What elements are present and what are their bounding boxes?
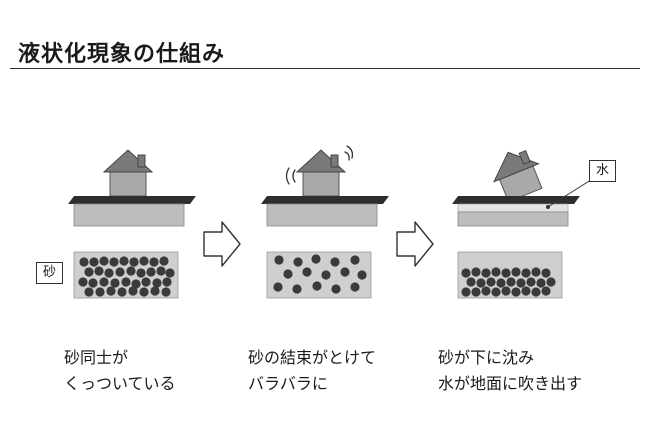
ground-surface-3 xyxy=(452,196,580,204)
stage-3 xyxy=(452,149,595,299)
arrow-right-icon xyxy=(396,221,434,267)
caption-stage-2: 砂の結束がとけて バラバラに xyxy=(248,345,376,397)
caption-line: 砂が下に沈み xyxy=(438,348,535,367)
house-1 xyxy=(102,149,154,197)
caption-stage-3: 砂が下に沈み 水が地面に吹き出す xyxy=(438,345,582,397)
shaking-lines-icon xyxy=(285,145,354,185)
stage-1 xyxy=(68,149,196,299)
title-underline xyxy=(10,68,640,69)
stage-2 xyxy=(261,145,389,299)
caption-line: 砂同士が xyxy=(64,348,129,367)
house-tilted xyxy=(492,149,543,203)
sand-label: 砂 xyxy=(36,262,64,284)
page-title: 液状化現象の仕組み xyxy=(18,42,226,67)
ground-layer-1 xyxy=(73,203,185,227)
sand-grains-settled xyxy=(461,267,556,297)
house-2 xyxy=(295,149,347,197)
caption-line: くっついている xyxy=(64,374,176,393)
ground-surface-2 xyxy=(261,196,389,204)
ground-layer-2 xyxy=(266,203,378,227)
sand-grains-packed xyxy=(78,256,175,297)
water-leader-line xyxy=(547,177,595,208)
arrow-right-icon xyxy=(203,221,241,267)
ground-surface-1 xyxy=(68,196,196,204)
water-label: 水 xyxy=(589,160,617,182)
caption-line: 水が地面に吹き出す xyxy=(438,374,583,393)
sand-grains-loose xyxy=(273,254,367,294)
caption-line: 砂の結束がとけて xyxy=(248,348,377,367)
caption-stage-1: 砂同士が くっついている xyxy=(64,345,176,397)
caption-line: バラバラに xyxy=(248,374,328,393)
ground-layer-3 xyxy=(457,211,569,227)
